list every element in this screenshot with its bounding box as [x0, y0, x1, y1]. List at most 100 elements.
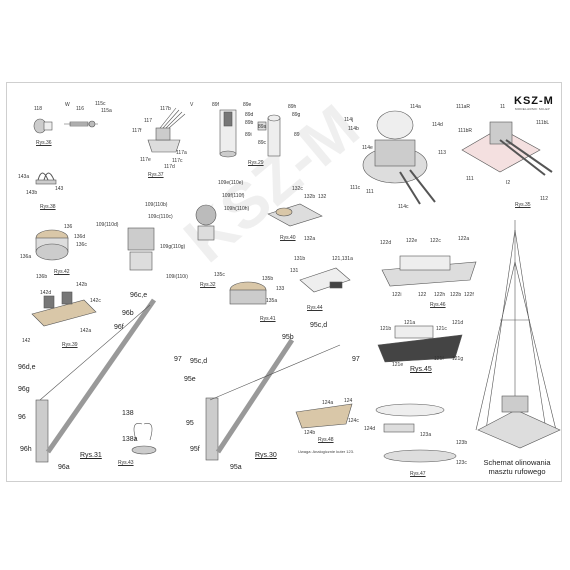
cutter-drawing — [375, 403, 457, 463]
mast-rigging-drawing — [475, 220, 561, 449]
capstan-drawing — [35, 229, 69, 261]
part-label: 136d — [74, 234, 86, 240]
part-label: 116 — [76, 106, 84, 112]
figure-label-30: Rys.30 — [255, 452, 277, 459]
part-label: 121b — [380, 326, 392, 332]
part-label: 97 — [174, 356, 182, 363]
part-label: 96c,e — [130, 292, 148, 299]
part-label: 117e — [140, 157, 151, 163]
part-label: 89a — [258, 124, 267, 130]
part-label: 124 — [344, 398, 353, 404]
part-label: 122c — [430, 238, 441, 244]
main-turret-drawing — [362, 110, 436, 205]
part-label: 132c — [292, 186, 303, 192]
part-label: 117d — [164, 164, 175, 170]
part-label: 136b — [36, 274, 48, 280]
part-label: 123b — [456, 440, 468, 446]
part-label: 121a — [404, 320, 416, 326]
figure-label-47: Rys.47 — [410, 471, 426, 477]
fairlead-drawing — [35, 172, 57, 185]
part-label: 109(110d) — [96, 222, 119, 228]
part-label: 89b — [245, 120, 254, 126]
part-label: 136a — [20, 254, 32, 260]
part-label: 142b — [76, 282, 88, 288]
part-label: 135c — [214, 272, 225, 278]
part-label: 122f — [464, 292, 474, 298]
part-label: 111aR — [456, 104, 470, 110]
figure-label-37: Rys.37 — [148, 172, 164, 178]
part-label: 95b — [282, 334, 294, 341]
part-label: 136 — [64, 224, 73, 230]
anchor-drawing — [131, 423, 157, 455]
turret-base-drawing — [461, 121, 553, 176]
part-label: 142a — [80, 328, 92, 334]
part-label: 111 — [466, 176, 474, 182]
part-label: 114d — [432, 122, 443, 128]
part-label: 89d — [245, 112, 254, 118]
part-label: 142c — [90, 298, 101, 304]
part-label: 142d — [40, 290, 52, 296]
grating-drawing — [299, 267, 351, 293]
figure-label-40: Rys.40 — [280, 235, 296, 241]
part-label: 123c — [456, 460, 467, 466]
part-label: 121d — [452, 320, 464, 326]
part-label: 89f — [212, 102, 219, 108]
part-label: 114a — [410, 104, 421, 110]
gun-mount-drawing — [147, 107, 186, 153]
part-label: 132a — [304, 236, 316, 242]
part-label: 122 — [418, 292, 427, 298]
part-label: 109f(110f) — [222, 193, 245, 199]
brand-logo: KSZ-M MODELARSKI SKLEP — [514, 95, 558, 115]
rigging-caption: Schemat olinowania masztu rufowego — [476, 458, 558, 476]
part-label: 89e — [243, 102, 252, 108]
part-label: 89h — [288, 104, 297, 110]
part-label: 95c,d — [190, 358, 208, 365]
part-label: 131 — [290, 268, 299, 274]
sheet-border — [6, 82, 562, 482]
ventilator-drawing — [219, 109, 281, 158]
figure-label-39: Rys.39 — [62, 342, 78, 348]
part-label: 112 — [540, 196, 548, 202]
figure-label-38: Rys.38 — [40, 204, 56, 210]
part-label: 109h(110h) — [224, 206, 250, 212]
part-label: 95c,d — [310, 322, 328, 329]
part-label: 138 — [122, 410, 134, 417]
caption-line-1: Schemat olinowania — [483, 458, 551, 467]
searchlight-drawing — [127, 204, 217, 271]
motor-boat-drawing — [381, 255, 477, 287]
part-label: 138a — [122, 436, 138, 443]
part-label: 114c — [398, 204, 409, 210]
part-label: 11 — [500, 104, 506, 110]
part-label: 111c — [350, 185, 361, 191]
part-label: 133 — [276, 286, 285, 292]
figure-label-29: Rys.29 — [248, 160, 264, 166]
part-label: 95f — [190, 446, 200, 453]
figure-label-36: Rys.36 — [36, 140, 52, 146]
part-label: 132 — [318, 194, 327, 200]
part-label: 111 — [366, 189, 374, 195]
bollard-drawing — [31, 291, 97, 327]
part-label: 143a — [18, 174, 30, 180]
part-label: 122d — [380, 240, 392, 246]
winch-drawing — [33, 118, 98, 134]
part-label: 97 — [352, 356, 360, 363]
figure-label-35: Rys.35 — [515, 202, 531, 208]
part-label: 95 — [186, 420, 194, 427]
part-label: 143 — [55, 186, 64, 192]
part-label: 96a — [58, 464, 70, 471]
part-label: V — [190, 102, 194, 108]
part-label: 124d — [364, 426, 376, 432]
part-label: 122i — [392, 292, 402, 298]
part-label: 121c — [436, 326, 447, 332]
part-label: 123a — [420, 432, 432, 438]
part-label: 114e — [362, 145, 373, 151]
logo-text: KSZ-M — [514, 95, 554, 107]
figure-label-48: Rys.48 — [318, 437, 334, 443]
part-label: 95e — [184, 376, 196, 383]
part-label: 136c — [76, 242, 87, 248]
part-label: 89c — [258, 140, 267, 146]
part-label: 96b — [122, 310, 134, 317]
part-label: 111bL — [536, 120, 550, 126]
part-label: 117 — [144, 118, 152, 124]
